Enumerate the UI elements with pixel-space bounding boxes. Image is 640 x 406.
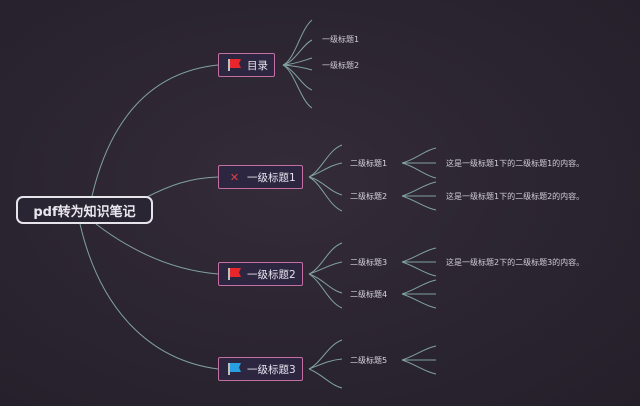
tools-icon: ✕ bbox=[229, 170, 240, 184]
connector-root-h3 bbox=[79, 223, 219, 370]
red-flag-icon bbox=[228, 59, 241, 71]
branch-label: 一级标题3 bbox=[247, 363, 296, 376]
branch-label: 目录 bbox=[247, 59, 268, 72]
toc-item-1[interactable]: 一级标题1 bbox=[322, 35, 360, 44]
connector-root-toc bbox=[91, 64, 219, 197]
root-topic-label: pdf转为知识笔记 bbox=[33, 204, 136, 220]
note-subtopic-3[interactable]: 这是一级标题2下的二级标题3的内容。 bbox=[446, 258, 585, 267]
branch-label: 一级标题2 bbox=[247, 268, 296, 281]
connector-root-h1 bbox=[144, 176, 219, 199]
branch-heading-1[interactable]: ✕ 一级标题1 bbox=[218, 165, 303, 189]
branch-heading-3[interactable]: 一级标题3 bbox=[218, 357, 303, 381]
branch-heading-2[interactable]: 一级标题2 bbox=[218, 262, 303, 286]
subtopic-4[interactable]: 二级标题4 bbox=[350, 290, 388, 299]
note-subtopic-1[interactable]: 这是一级标题1下的二级标题1的内容。 bbox=[446, 159, 585, 168]
subtopic-5[interactable]: 二级标题5 bbox=[350, 356, 388, 365]
subtopic-1[interactable]: 二级标题1 bbox=[350, 159, 388, 168]
blue-flag-icon bbox=[228, 363, 241, 375]
root-topic[interactable]: pdf转为知识笔记 bbox=[16, 196, 153, 224]
branch-toc[interactable]: 目录 bbox=[218, 53, 275, 77]
subtopic-2[interactable]: 二级标题2 bbox=[350, 192, 388, 201]
connector-root-h2 bbox=[95, 223, 219, 275]
subtopic-3[interactable]: 二级标题3 bbox=[350, 258, 388, 267]
red-flag-icon bbox=[228, 268, 241, 280]
note-subtopic-2[interactable]: 这是一级标题1下的二级标题2的内容。 bbox=[446, 192, 585, 201]
toc-item-2[interactable]: 一级标题2 bbox=[322, 61, 360, 70]
branch-label: 一级标题1 bbox=[247, 171, 296, 184]
